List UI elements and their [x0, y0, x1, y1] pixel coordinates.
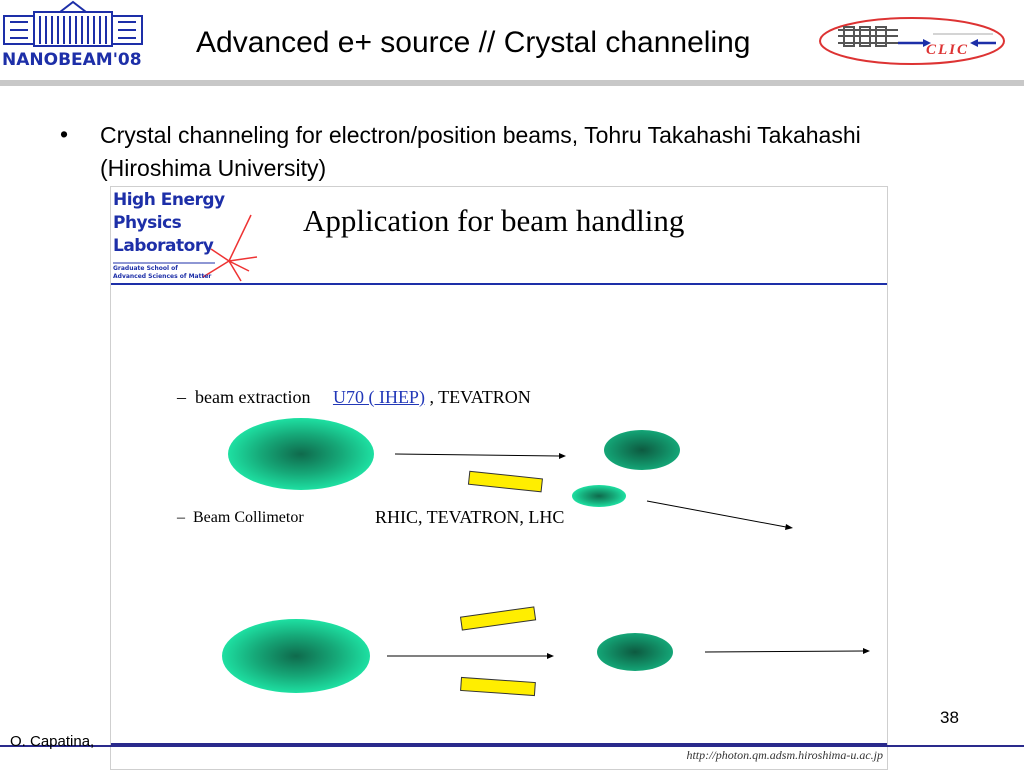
collimator-machines: RHIC, TEVATRON, LHC	[375, 507, 565, 527]
header-divider	[0, 80, 1024, 86]
beam-arrow	[704, 650, 864, 653]
bullet-marker: •	[60, 121, 69, 147]
embedded-slide: High Energy Physics Laboratory Graduate …	[110, 186, 888, 770]
clic-logo-text: CLIC	[926, 42, 970, 58]
arrow-head	[547, 653, 554, 659]
crystal	[459, 606, 537, 631]
hep-lab-logo: High Energy Physics Laboratory Graduate …	[111, 187, 261, 283]
arrow-head	[863, 648, 870, 654]
beam-extraction-item: – beam extraction U70 ( IHEP) , TEVATRON	[177, 387, 531, 408]
embedded-title-rule	[111, 283, 887, 285]
embedded-footer-rule	[111, 743, 887, 746]
hep-logo-subline: Advanced Sciences of Matter	[113, 273, 212, 280]
beam-extraction-label: beam extraction	[195, 387, 311, 407]
crystal	[467, 470, 543, 493]
nanobeam-logo-text: NANOBEAM'08	[2, 50, 142, 70]
hep-logo-subline: Graduate School of	[113, 265, 178, 272]
deflected-beam	[572, 485, 626, 507]
footer-author: O. Capatina,	[10, 733, 95, 750]
page-number: 38	[940, 708, 959, 727]
beam-arrow	[646, 500, 787, 528]
incoming-beam	[228, 418, 374, 490]
arrow-head	[785, 524, 793, 530]
u70-ihep-link[interactable]: U70 ( IHEP)	[332, 387, 425, 407]
beam-diagram	[222, 418, 870, 697]
beam-collimator-label: Beam Collimetor	[193, 509, 304, 526]
beam-extraction-rest: , TEVATRON	[429, 387, 531, 407]
dash-marker: –	[177, 387, 186, 407]
arrow-head	[559, 453, 566, 459]
starburst-icon	[113, 214, 258, 282]
dash-marker: –	[177, 509, 185, 526]
slide-title: Advanced e+ source // Crystal channeling	[196, 26, 751, 59]
embedded-slide-title: Application for beam handling	[303, 203, 685, 238]
embedded-url: http://photon.qm.adsm.hiroshima-u.ac.jp	[686, 748, 883, 762]
collimated-beam	[597, 633, 673, 671]
hep-logo-line: Laboratory	[113, 236, 214, 256]
bullet-text: Crystal channeling for electron/position…	[100, 122, 861, 181]
extracted-beam	[604, 430, 680, 470]
nanobeam-building-icon	[3, 0, 143, 47]
hep-logo-line: Physics	[113, 213, 182, 233]
incoming-beam	[222, 619, 370, 693]
footer-rule	[0, 745, 1024, 747]
clic-accelerator-icon	[819, 17, 1005, 65]
hep-logo-line: High Energy	[113, 190, 225, 210]
beam-arrow	[394, 453, 560, 457]
crystal	[460, 676, 536, 697]
nanobeam-logo: NANOBEAM'08	[0, 0, 150, 74]
beam-collimator-item: – Beam Collimetor	[177, 509, 304, 527]
clic-logo: CLIC	[818, 16, 1006, 66]
